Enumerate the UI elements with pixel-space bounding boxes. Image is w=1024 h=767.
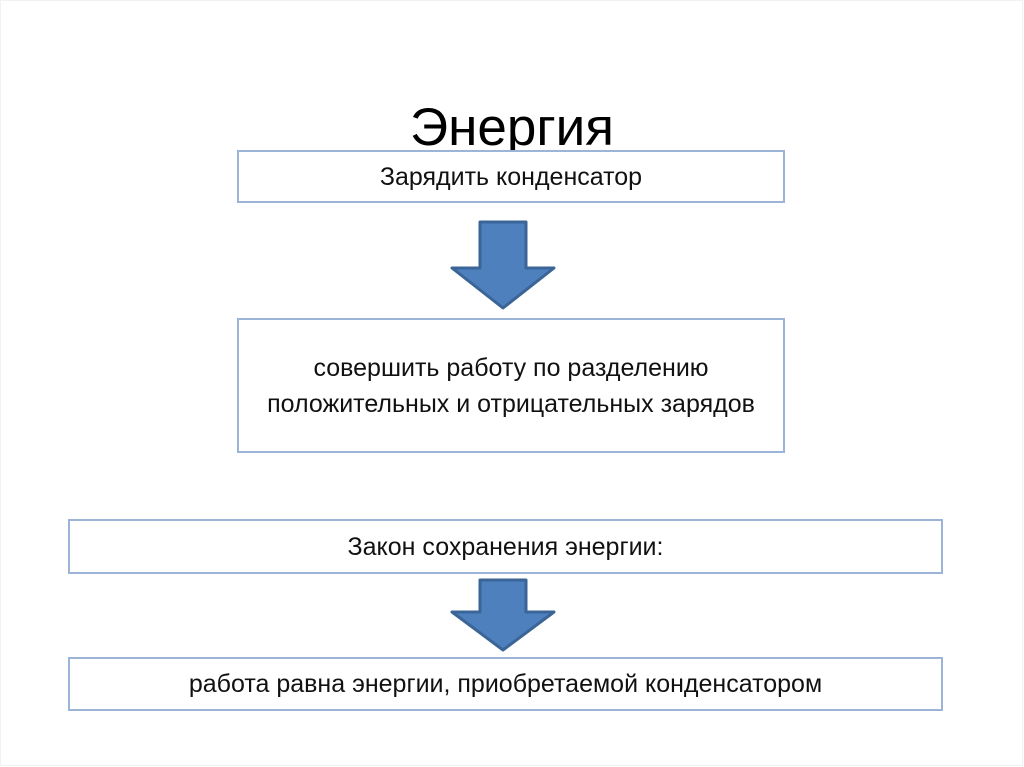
flow-box-result-label: работа равна энергии, приобретаемой конд… [188, 670, 823, 698]
flow-box-work: совершить работу по разделению положител… [237, 318, 785, 453]
page-title: Энергия [410, 97, 614, 157]
flow-box-charge-label: Зарядить конденсатор [379, 162, 643, 191]
down-arrow-icon [450, 578, 556, 652]
flow-box-law: Закон сохранения энергии: [68, 519, 943, 574]
flow-box-work-label: совершить работу по разделению положител… [267, 353, 755, 418]
flow-box-result: работа равна энергии, приобретаемой конд… [68, 657, 943, 711]
down-arrow-icon [450, 220, 556, 310]
flow-box-charge: Зарядить конденсатор [237, 150, 785, 203]
flow-box-law-label: Закон сохранения энергии: [347, 532, 664, 561]
